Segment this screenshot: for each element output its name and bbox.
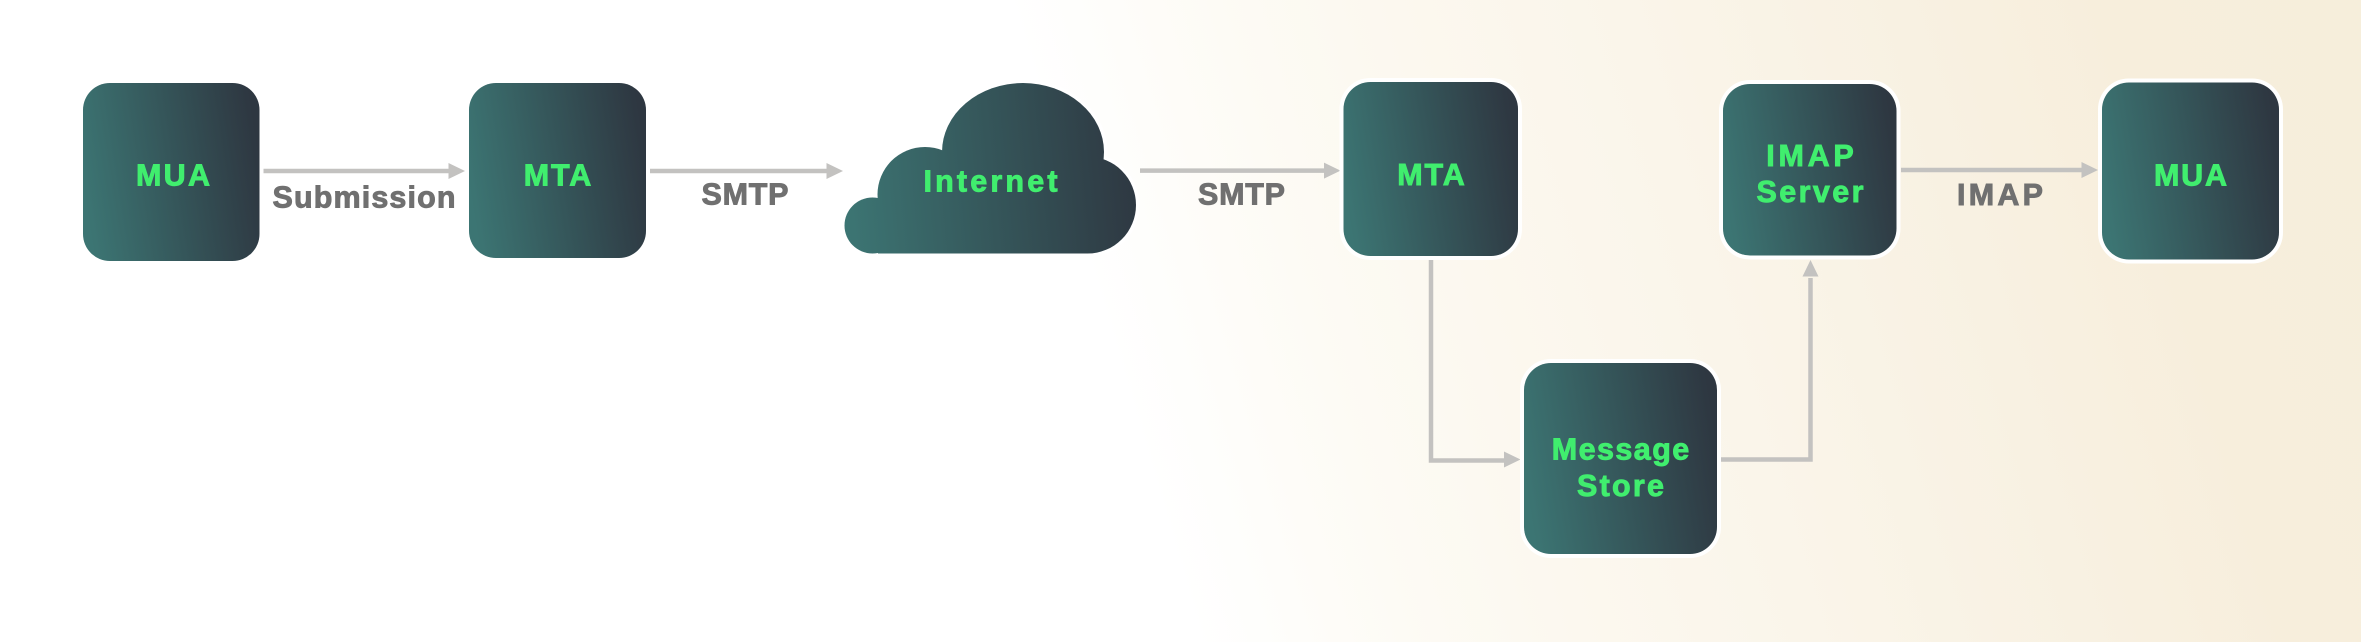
svg-text:Message: Message <box>1552 433 1690 467</box>
svg-text:Internet: Internet <box>924 165 1058 199</box>
svg-text:SMTP: SMTP <box>702 178 789 212</box>
svg-text:IMAP: IMAP <box>1957 178 2043 212</box>
svg-text:MUA: MUA <box>136 159 210 193</box>
svg-text:IMAP: IMAP <box>1766 139 1854 173</box>
svg-text:Store: Store <box>1577 469 1664 503</box>
svg-text:Server: Server <box>1757 175 1864 209</box>
svg-text:MUA: MUA <box>2154 159 2227 193</box>
svg-text:SMTP: SMTP <box>1198 178 1285 212</box>
svg-text:Submission: Submission <box>273 181 456 215</box>
svg-text:MTA: MTA <box>1397 158 1465 192</box>
svg-text:MTA: MTA <box>524 159 592 193</box>
